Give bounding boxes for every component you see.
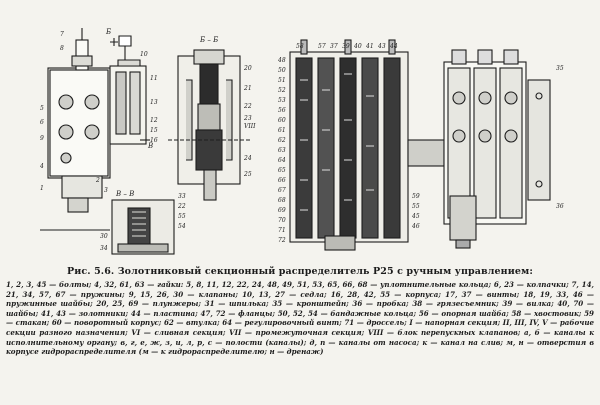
svg-text:6: 6 xyxy=(40,119,44,126)
svg-text:50: 50 xyxy=(278,67,286,74)
svg-text:33: 33 xyxy=(178,193,186,200)
svg-text:1: 1 xyxy=(40,185,44,192)
section-label-b: Б xyxy=(105,28,111,36)
technical-drawing: Б Б – Б В – В В 7 8 10 11 12 15 13 16 5 … xyxy=(39,28,564,255)
svg-text:15: 15 xyxy=(150,127,158,134)
svg-text:45: 45 xyxy=(411,213,420,220)
svg-text:41: 41 xyxy=(365,43,374,50)
caption-legend: 1, 2, 3, 45 — болты; 4, 32, 61, 63 — гай… xyxy=(6,280,594,357)
svg-text:62: 62 xyxy=(278,137,286,144)
middle-view-section xyxy=(168,49,252,201)
svg-text:70: 70 xyxy=(278,217,286,224)
svg-text:23: 23 xyxy=(243,115,252,122)
svg-text:67: 67 xyxy=(278,187,286,194)
svg-text:65: 65 xyxy=(278,167,286,174)
svg-text:59: 59 xyxy=(412,193,420,200)
svg-text:12: 12 xyxy=(150,117,158,124)
section-label-b-b: Б – Б xyxy=(199,36,218,44)
svg-text:34: 34 xyxy=(100,245,108,252)
svg-text:61: 61 xyxy=(278,127,286,134)
svg-text:22: 22 xyxy=(243,103,252,110)
svg-text:39: 39 xyxy=(342,43,350,50)
svg-text:13: 13 xyxy=(150,99,158,106)
figure-caption: Рис. 5.6. Золотниковый секционный распре… xyxy=(6,262,594,357)
svg-text:22: 22 xyxy=(177,203,186,210)
svg-text:43: 43 xyxy=(377,43,386,50)
right-view-assembly xyxy=(289,39,551,251)
svg-text:53: 53 xyxy=(278,97,286,104)
section-label-v: В xyxy=(147,142,153,150)
svg-text:9: 9 xyxy=(40,135,44,142)
left-view-labels: 7 8 10 11 12 15 13 16 5 6 9 1 4 2 3 xyxy=(39,31,158,194)
svg-text:51: 51 xyxy=(278,77,286,84)
svg-text:64: 64 xyxy=(278,157,286,164)
svg-text:52: 52 xyxy=(278,87,286,94)
svg-text:69: 69 xyxy=(278,207,286,214)
svg-text:56: 56 xyxy=(278,107,286,114)
svg-text:11: 11 xyxy=(150,75,158,82)
svg-text:57: 57 xyxy=(318,43,326,50)
svg-text:VIII: VIII xyxy=(244,123,256,130)
svg-text:36: 36 xyxy=(556,203,564,210)
svg-text:71: 71 xyxy=(278,227,286,234)
svg-text:4: 4 xyxy=(39,163,44,170)
figure-drawing: Б Б – Б В – В В 7 8 10 11 12 15 13 16 5 … xyxy=(39,28,564,255)
svg-text:46: 46 xyxy=(411,223,420,230)
svg-text:24: 24 xyxy=(243,155,252,162)
svg-text:3: 3 xyxy=(104,187,108,194)
svg-text:40: 40 xyxy=(353,43,362,50)
svg-text:58: 58 xyxy=(296,43,304,50)
svg-text:21: 21 xyxy=(243,85,252,92)
svg-text:55: 55 xyxy=(178,213,186,220)
svg-text:35: 35 xyxy=(556,65,564,72)
left-view xyxy=(40,28,150,231)
caption-title: Рис. 5.6. Золотниковый секционный распре… xyxy=(67,266,533,277)
svg-text:63: 63 xyxy=(278,147,286,154)
svg-text:8: 8 xyxy=(60,45,64,52)
svg-text:60: 60 xyxy=(278,117,286,124)
right-view-labels: 58 57 37 39 40 41 43 44 48 50 51 35 52 5… xyxy=(277,43,564,244)
middle-view-labels: 20 21 22 23 VIII 24 25 33 22 55 54 30 34 xyxy=(100,65,256,252)
svg-text:20: 20 xyxy=(243,65,252,72)
svg-text:54: 54 xyxy=(178,223,186,230)
svg-text:72: 72 xyxy=(278,237,286,244)
svg-text:37: 37 xyxy=(330,43,338,50)
svg-text:30: 30 xyxy=(100,233,108,240)
svg-text:7: 7 xyxy=(60,31,64,38)
svg-text:2: 2 xyxy=(95,177,100,184)
section-label-v-v: В – В xyxy=(115,190,134,198)
svg-text:48: 48 xyxy=(277,57,286,64)
middle-view-lower xyxy=(111,199,175,255)
svg-text:25: 25 xyxy=(243,171,252,178)
svg-text:44: 44 xyxy=(389,43,398,50)
svg-text:10: 10 xyxy=(140,51,148,58)
svg-text:16: 16 xyxy=(150,137,158,144)
svg-text:5: 5 xyxy=(40,105,44,112)
svg-text:66: 66 xyxy=(278,177,286,184)
svg-text:68: 68 xyxy=(278,197,286,204)
svg-text:55: 55 xyxy=(412,203,420,210)
